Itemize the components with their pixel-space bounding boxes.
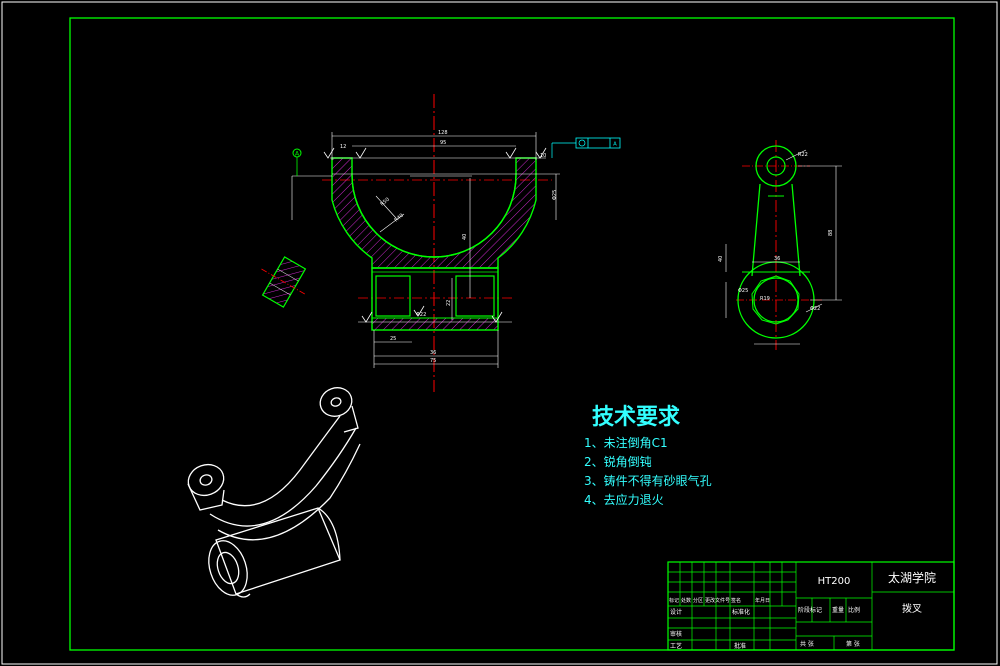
- stage-label-0: 阶段标记: [798, 606, 822, 614]
- front-dim-12: Φ25: [552, 190, 558, 200]
- part-name: 拨叉: [902, 602, 922, 615]
- sheet-label: 第 张: [846, 640, 860, 648]
- isometric-view: [187, 387, 361, 598]
- revision-label-2: 分区: [693, 597, 703, 604]
- side-dim-1: 88: [828, 230, 834, 236]
- fork-inner-arc: [351, 174, 517, 258]
- datum-label-right: A: [613, 142, 617, 148]
- upper-boss-outer: [755, 145, 797, 187]
- tech-item-4: 4、去应力退火: [584, 492, 664, 507]
- front-dim-4: 40: [462, 234, 468, 240]
- review-label: 审核: [670, 630, 682, 638]
- hub-bottom-hatch: [371, 317, 499, 331]
- front-dim-6: 25: [390, 336, 396, 342]
- front-dim-7: 36: [430, 350, 436, 356]
- front-dim-3: R40: [393, 213, 404, 224]
- revision-label-4: 签名: [731, 597, 741, 604]
- iso-left-boss: [187, 463, 225, 497]
- title-block: HT200 太湖学院 拨叉 标记处数分区更改文件号签名 年月日 设计 标准化 阶段…: [667, 561, 955, 651]
- side-dim-5: Φ25: [738, 288, 748, 294]
- side-dim-0: R22: [798, 152, 808, 158]
- revision-label-3: 更改文件号: [705, 597, 730, 604]
- front-dim-1: 95: [440, 140, 446, 146]
- technical-requirements: 技术要求 1、未注倒角C1 2、锐角倒钝 3、铸件不得有砂眼气孔 4、去应力退火: [584, 405, 712, 507]
- stage-label-2: 比例: [848, 606, 860, 614]
- revision-label-0: 标记: [669, 597, 679, 604]
- revision-label-5: 年月日: [755, 597, 770, 604]
- geometric-tolerance-frame: A: [551, 137, 621, 158]
- standard-label: 标准化: [732, 608, 750, 616]
- approve-label: 批准: [734, 642, 746, 650]
- drawing-frame: [69, 17, 955, 651]
- datum-label-left: A: [295, 151, 300, 158]
- removed-section-detail: [261, 256, 307, 308]
- front-dim-10: 10: [540, 153, 546, 159]
- school-name: 太湖学院: [888, 570, 936, 585]
- front-dim-8: 75: [430, 358, 436, 364]
- hub-left-pocket: [375, 275, 411, 317]
- tech-item-3: 3、铸件不得有砂眼气孔: [584, 473, 712, 488]
- stage-labels: 阶段标记 重量比例: [798, 606, 860, 614]
- side-dim-4: 40: [718, 256, 724, 262]
- side-dim-2: R19: [760, 296, 770, 302]
- front-dim-0: 128: [438, 130, 448, 136]
- surface-finish-marks: [323, 147, 547, 323]
- hub-right-pocket: [455, 275, 495, 317]
- lever-arm: [751, 183, 801, 277]
- tech-item-2: 2、锐角倒钝: [584, 455, 652, 469]
- side-dim-6: Φ22: [810, 306, 820, 312]
- side-dimension-lines: [725, 149, 842, 345]
- design-label: 设计: [670, 608, 682, 616]
- revision-row-labels: 标记处数分区更改文件号签名 年月日: [669, 597, 770, 604]
- spline-bore: [753, 277, 799, 323]
- revision-label-1: 处数: [681, 597, 691, 604]
- spline-profile: [751, 275, 800, 325]
- front-dim-5: 22: [446, 300, 452, 306]
- process-label: 工艺: [670, 642, 682, 650]
- side-dim-3: 36: [774, 256, 780, 262]
- front-dim-9: 12: [340, 144, 346, 150]
- iso-right-boss: [319, 387, 353, 417]
- tech-requirements-title: 技术要求: [592, 405, 680, 430]
- upper-boss-hole: [766, 156, 786, 176]
- stage-label-1: 重量: [832, 606, 844, 614]
- tech-item-1: 1、未注倒角C1: [584, 435, 668, 450]
- material-label: HT200: [818, 576, 851, 587]
- sheet-total-label: 共 张: [800, 640, 814, 648]
- front-dim-2: R50: [379, 197, 390, 208]
- front-dim-11: Φ22: [416, 312, 426, 318]
